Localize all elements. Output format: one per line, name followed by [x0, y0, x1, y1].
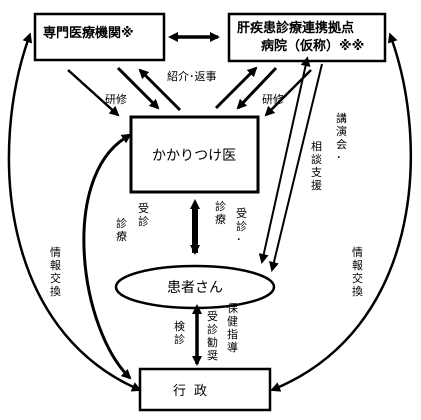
specialist-gov-curve [7, 32, 142, 392]
consult-label: 相 談 支 援 [311, 140, 322, 192]
svg-text:受: 受 [236, 207, 247, 220]
svg-text:･: ･ [336, 151, 342, 164]
info-right-label: 情 報 交 換 [352, 246, 363, 298]
checkup-label: 検 診 [174, 319, 185, 346]
svg-text:受: 受 [138, 202, 149, 215]
hub-label-line2: 病院（仮称）※※ [261, 38, 364, 54]
recommend-label: 受 診 勧 奨 [207, 310, 218, 362]
gp-box [129, 115, 260, 194]
gov-box [138, 367, 272, 412]
svg-text:勧: 勧 [207, 335, 218, 349]
svg-text:情: 情 [50, 246, 61, 259]
info-left-label: 情 報 交 換 [50, 246, 61, 298]
svg-text:診: 診 [207, 322, 218, 336]
consult-care-right-label: 受 診 ･ 診 療 [215, 199, 247, 246]
training-left-label: 研修 [105, 92, 127, 106]
svg-text:診: 診 [174, 332, 185, 346]
svg-text:奨: 奨 [207, 348, 218, 362]
svg-text:保: 保 [227, 301, 238, 315]
hub-label-line1: 肝疾患診療連携拠点 [237, 20, 354, 36]
patient-label: 患者さん [167, 280, 223, 296]
svg-text:報: 報 [50, 259, 61, 272]
svg-text:交: 交 [352, 271, 363, 285]
hub-gp-arrow-1 [214, 66, 258, 110]
svg-text:支: 支 [311, 166, 322, 179]
svg-text:援: 援 [311, 178, 322, 192]
svg-text:会: 会 [336, 138, 347, 151]
svg-text:診: 診 [138, 214, 149, 228]
svg-text:療: 療 [116, 229, 127, 243]
svg-text:相: 相 [311, 140, 322, 153]
svg-text:診: 診 [215, 199, 226, 213]
svg-text:演: 演 [336, 124, 347, 138]
svg-text:診: 診 [116, 216, 127, 230]
training-right-label: 研修 [262, 92, 284, 106]
svg-text:講: 講 [336, 111, 347, 125]
svg-text:指: 指 [227, 327, 238, 341]
lecture-label: 講 演 会 ･ [336, 111, 347, 164]
svg-text:検: 検 [174, 319, 185, 333]
gp-specialist-arrow [138, 68, 182, 112]
hub-gov-curve [270, 32, 413, 392]
svg-text:･: ･ [236, 233, 242, 246]
gp-label: かかりつけ医 [152, 148, 236, 164]
gov-label: 行政 [173, 384, 215, 399]
svg-text:談: 談 [311, 152, 322, 166]
svg-text:受: 受 [207, 310, 218, 323]
svg-text:療: 療 [215, 212, 226, 226]
gp-gov-curve [82, 133, 132, 380]
referral-label: 紹介･返事 [167, 70, 217, 83]
svg-text:報: 報 [352, 259, 363, 272]
health-label: 保 健 指 導 [227, 301, 238, 354]
svg-text:交: 交 [50, 271, 61, 285]
svg-text:診: 診 [236, 219, 247, 233]
consult-care-left-label: 受 診 診 療 [116, 202, 149, 243]
svg-text:導: 導 [227, 340, 238, 354]
svg-text:情: 情 [352, 246, 363, 259]
svg-text:健: 健 [227, 315, 238, 328]
specialist-label: 専門医療機関※ [43, 25, 134, 41]
svg-text:換: 換 [352, 285, 363, 298]
svg-text:換: 換 [50, 285, 61, 298]
